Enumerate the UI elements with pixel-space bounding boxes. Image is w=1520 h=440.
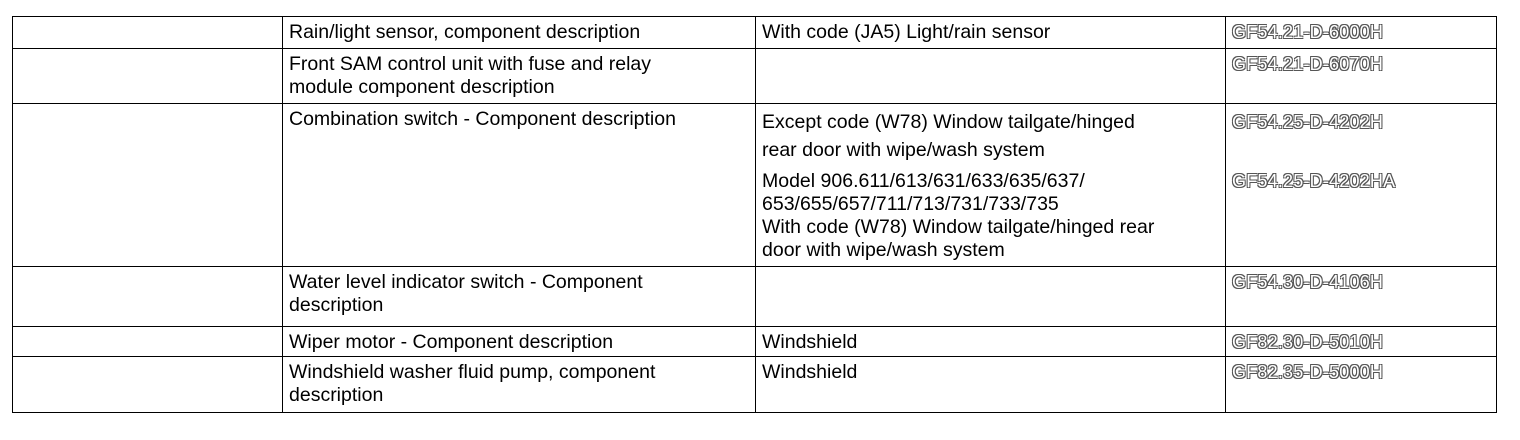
empty-cell: [12, 103, 283, 267]
condition-text: 653/655/657/711/713/731/733/735: [762, 193, 1059, 215]
table-row: Combination switch - Component descripti…: [12, 103, 1497, 267]
condition-cell: Except code (W78) Window tailgate/hinged…: [755, 103, 1226, 267]
code-cell: GF82.30-D-5010H: [1225, 326, 1497, 357]
document-code-link[interactable]: GF54.25-D-4202HA: [1232, 171, 1396, 191]
condition-text: rear door with wipe/wash system: [762, 139, 1045, 161]
component-cell: Combination switch - Component descripti…: [282, 103, 756, 267]
condition-cell: With code (JA5) Light/rain sensor: [755, 16, 1226, 49]
condition-text: door with wipe/wash system: [762, 239, 1005, 261]
component-text: Windshield washer fluid pump, component: [289, 361, 656, 383]
condition-text: Windshield: [762, 361, 858, 383]
document-code-link[interactable]: GF54.21-D-6000H: [1232, 22, 1384, 42]
condition-cell: [755, 266, 1226, 327]
component-table: Rain/light sensor, component description…: [12, 16, 1497, 413]
document-code-link[interactable]: GF82.35-D-5000H: [1232, 362, 1384, 382]
component-text: Rain/light sensor, component description: [289, 21, 641, 43]
empty-cell: [12, 326, 283, 357]
table-row: Windshield washer fluid pump, component …: [12, 356, 1497, 413]
code-cell: GF54.25-D-4202H GF54.25-D-4202HA: [1225, 103, 1497, 267]
condition-cell: Windshield: [755, 356, 1226, 413]
document-code-link[interactable]: GF54.30-D-4106H: [1232, 272, 1384, 292]
component-cell: Water level indicator switch - Component…: [282, 266, 756, 327]
table-row: Water level indicator switch - Component…: [12, 266, 1497, 327]
component-cell: Front SAM control unit with fuse and rel…: [282, 48, 756, 104]
component-cell: Wiper motor - Component description: [282, 326, 756, 357]
empty-cell: [12, 356, 283, 413]
component-text: Water level indicator switch - Component: [289, 271, 643, 293]
component-text: module component description: [289, 76, 555, 98]
condition-text: Model 906.611/613/631/633/635/637/: [762, 170, 1085, 192]
condition-text: With code (W78) Window tailgate/hinged r…: [762, 216, 1155, 238]
component-text: description: [289, 294, 384, 316]
table-row: Rain/light sensor, component description…: [12, 16, 1497, 49]
document-code-link[interactable]: GF54.25-D-4202H: [1232, 112, 1384, 132]
component-text: Combination switch - Component descripti…: [289, 108, 676, 130]
condition-text: Windshield: [762, 331, 858, 353]
table-row: Wiper motor - Component description Wind…: [12, 326, 1497, 357]
component-text: Front SAM control unit with fuse and rel…: [289, 53, 651, 75]
document-code-link[interactable]: GF54.21-D-6070H: [1232, 54, 1384, 74]
code-cell: GF82.35-D-5000H: [1225, 356, 1497, 413]
condition-cell: [755, 48, 1226, 104]
component-cell: Rain/light sensor, component description: [282, 16, 756, 49]
document-code-link[interactable]: GF82.30-D-5010H: [1232, 332, 1384, 352]
code-cell: GF54.21-D-6000H: [1225, 16, 1497, 49]
condition-cell: Windshield: [755, 326, 1226, 357]
empty-cell: [12, 16, 283, 49]
condition-text: Except code (W78) Window tailgate/hinged: [762, 111, 1135, 133]
table-row: Front SAM control unit with fuse and rel…: [12, 48, 1497, 104]
component-cell: Windshield washer fluid pump, component …: [282, 356, 756, 413]
condition-text: With code (JA5) Light/rain sensor: [762, 21, 1051, 43]
code-cell: GF54.21-D-6070H: [1225, 48, 1497, 104]
component-text: Wiper motor - Component description: [289, 331, 614, 353]
empty-cell: [12, 266, 283, 327]
code-cell: GF54.30-D-4106H: [1225, 266, 1497, 327]
component-text: description: [289, 384, 384, 406]
empty-cell: [12, 48, 283, 104]
